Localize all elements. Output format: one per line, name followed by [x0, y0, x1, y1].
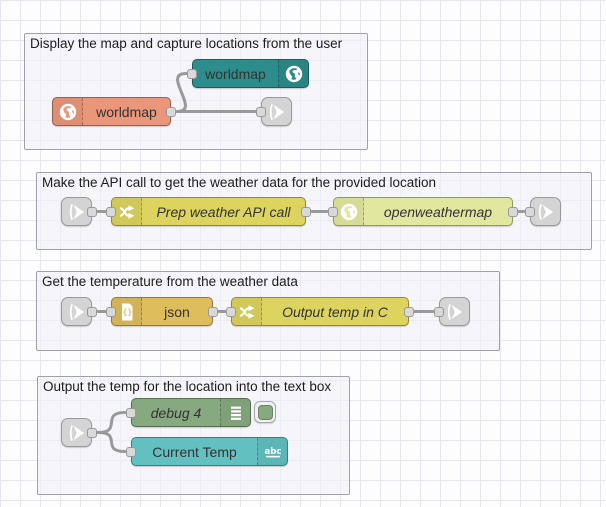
port-out[interactable] — [208, 306, 218, 317]
icon-section — [232, 298, 262, 325]
icon-section — [112, 198, 142, 225]
port-out[interactable] — [166, 106, 176, 117]
port-in[interactable] — [256, 106, 266, 117]
port-out[interactable] — [87, 427, 97, 438]
port-in[interactable] — [525, 206, 535, 217]
port-in[interactable] — [106, 206, 116, 217]
node-link-out-1[interactable] — [256, 97, 292, 126]
globe-icon — [58, 102, 78, 122]
node-label: Prep weather API call — [156, 203, 291, 220]
node-link-out-3[interactable] — [434, 297, 470, 326]
node-label: Output temp in C — [282, 303, 388, 320]
port-in[interactable] — [106, 306, 116, 317]
link-in-icon — [66, 201, 88, 223]
link-out-icon — [535, 201, 557, 223]
port-in[interactable] — [126, 407, 136, 418]
change-icon — [237, 302, 257, 322]
link-in-icon — [66, 301, 88, 323]
node-worldmap-display[interactable]: worldmap — [187, 59, 309, 88]
node-label: worldmap — [205, 65, 266, 82]
group-title: Get the temperature from the weather dat… — [42, 274, 298, 289]
node-current-temp[interactable]: Current Temp abc — [126, 437, 288, 466]
node-label: debug 4 — [150, 404, 202, 421]
svg-text:abc: abc — [264, 446, 281, 456]
icon-section — [278, 60, 308, 87]
debug-toggle-state — [257, 404, 273, 420]
node-output-temp[interactable]: Output temp in C — [226, 297, 414, 326]
port-in[interactable] — [328, 206, 338, 217]
abc-icon: abc — [263, 442, 283, 462]
node-link-in-4[interactable] — [61, 418, 97, 447]
port-out[interactable] — [508, 206, 518, 217]
node-json[interactable]: {} json — [106, 297, 218, 326]
node-label: Current Temp — [152, 443, 237, 460]
port-in[interactable] — [434, 306, 444, 317]
port-out[interactable] — [87, 306, 97, 317]
port-in[interactable] — [226, 306, 236, 317]
port-out[interactable] — [301, 206, 311, 217]
port-out[interactable] — [87, 206, 97, 217]
link-out-icon — [444, 301, 466, 323]
icon-section: {} — [112, 298, 142, 325]
icon-section — [220, 399, 250, 426]
node-openweathermap[interactable]: openweathermap — [328, 197, 518, 226]
icon-section — [53, 98, 83, 125]
node-label: json — [164, 303, 190, 320]
link-in-icon — [66, 422, 88, 444]
group-title: Output the temp for the location into th… — [43, 379, 332, 394]
port-in[interactable] — [126, 446, 136, 457]
node-link-out-2[interactable] — [525, 197, 561, 226]
globe-icon — [339, 202, 359, 222]
node-link-in-3[interactable] — [61, 297, 97, 326]
group-title: Display the map and capture locations fr… — [30, 36, 343, 51]
change-icon — [117, 202, 137, 222]
port-in[interactable] — [187, 68, 197, 79]
flow-group[interactable]: Display the map and capture locations fr… — [24, 33, 368, 150]
icon-section — [334, 198, 364, 225]
json-icon: {} — [117, 302, 137, 322]
node-label: openweathermap — [383, 203, 493, 220]
icon-section: abc — [257, 438, 287, 465]
node-label: worldmap — [96, 103, 157, 120]
group-title: Make the API call to get the weather dat… — [42, 175, 436, 190]
node-worldmap-src[interactable]: worldmap — [52, 97, 176, 126]
link-out-icon — [266, 101, 288, 123]
port-out[interactable] — [404, 306, 414, 317]
node-link-in-2[interactable] — [61, 197, 97, 226]
globe-icon — [284, 64, 304, 84]
debug-toggle-button[interactable] — [254, 401, 276, 423]
node-prep-weather[interactable]: Prep weather API call — [106, 197, 311, 226]
svg-text:{}: {} — [122, 307, 132, 316]
debug-list-icon — [226, 403, 246, 423]
node-debug-4[interactable]: debug 4 — [126, 398, 276, 427]
